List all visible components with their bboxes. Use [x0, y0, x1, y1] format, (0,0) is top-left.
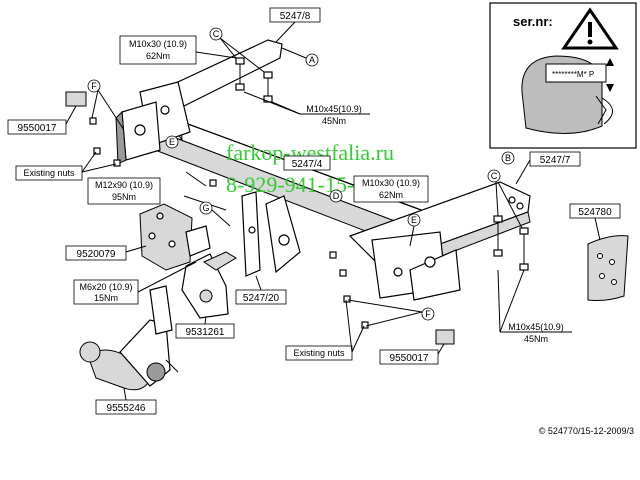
letter-callout-c-top: C	[209, 27, 265, 73]
cover-cap	[587, 235, 629, 301]
existing-nuts-callout-1: Existing nuts	[15, 151, 117, 181]
svg-text:E: E	[169, 137, 175, 147]
letter-callout-e-right: E	[407, 213, 421, 247]
torque-callout-4: M10x30 (10.9) 62Nm	[353, 175, 429, 203]
part-number-5247-20: 5247/20	[235, 275, 287, 305]
svg-text:M10x30 (10.9): M10x30 (10.9)	[129, 39, 187, 49]
svg-text:45Nm: 45Nm	[524, 334, 548, 344]
svg-text:B: B	[505, 153, 511, 163]
part-number-5247-7: 5247/7	[515, 151, 581, 185]
svg-text:62Nm: 62Nm	[379, 190, 403, 200]
crossbeam	[123, 109, 472, 263]
svg-text:M12x90 (10.9): M12x90 (10.9)	[95, 180, 153, 190]
svg-text:9531261: 9531261	[186, 327, 225, 338]
left-side-bracket	[115, 39, 283, 165]
svg-text:5247/4: 5247/4	[292, 159, 323, 170]
svg-text:M10x30 (10.9): M10x30 (10.9)	[362, 178, 420, 188]
svg-text:D: D	[333, 191, 340, 201]
existing-nuts-callout-2: Existing nuts	[285, 299, 365, 361]
letter-callout-f-right: F	[347, 299, 435, 327]
svg-text:15Nm: 15Nm	[94, 293, 118, 303]
svg-text:Existing nuts: Existing nuts	[293, 348, 345, 358]
letter-callout-a: A	[281, 47, 319, 67]
center-mounting-plates	[241, 191, 301, 277]
svg-text:9550017: 9550017	[18, 123, 57, 134]
svg-text:62Nm: 62Nm	[146, 51, 170, 61]
svg-text:G: G	[202, 203, 209, 213]
part-number-9550017-right: 9550017	[379, 343, 445, 365]
svg-text:M10x45(10.9): M10x45(10.9)	[306, 104, 362, 114]
part-number-9520079: 9520079	[65, 245, 147, 261]
svg-text:5247/7: 5247/7	[540, 155, 571, 166]
svg-text:Existing nuts: Existing nuts	[23, 168, 75, 178]
ball-mount-bracket	[181, 251, 237, 319]
label-sticker-right	[435, 329, 455, 345]
svg-text:9520079: 9520079	[77, 249, 116, 260]
serial-title: ser.nr:	[513, 14, 553, 29]
svg-text:45Nm: 45Nm	[322, 116, 346, 126]
letter-callout-g: G	[199, 201, 231, 227]
part-number-5247-4: 5247/4	[283, 155, 331, 171]
label-sticker-left	[65, 91, 87, 107]
serial-number-panel: ser.nr: ********M* P	[489, 2, 637, 149]
svg-text:E: E	[411, 215, 417, 225]
part-number-524780: 524780	[569, 203, 621, 241]
tow-ball-assembly	[79, 285, 179, 391]
copyright-text: © 524770/15-12-2009/3	[539, 426, 634, 436]
part-number-9555246: 9555246	[95, 387, 157, 415]
letter-callout-d: D	[329, 189, 343, 203]
svg-text:F: F	[91, 81, 97, 91]
part-number-5247-8: 5247/8	[269, 7, 321, 43]
svg-text:9555246: 9555246	[107, 403, 146, 414]
torque-callout-3: M12x90 (10.9) 95Nm	[87, 177, 161, 205]
socket-plate	[139, 203, 211, 271]
svg-text:524780: 524780	[578, 207, 612, 218]
svg-text:M6x20 (10.9): M6x20 (10.9)	[79, 282, 132, 292]
svg-text:9550017: 9550017	[390, 353, 429, 364]
part-number-9550017-left: 9550017	[7, 105, 77, 135]
svg-text:C: C	[491, 171, 498, 181]
svg-text:5247/8: 5247/8	[280, 11, 311, 22]
letter-callout-c-right: C	[487, 169, 523, 229]
torque-callout-5: M6x20 (10.9) 15Nm	[73, 261, 197, 305]
torque-callout-1: M10x30 (10.9) 62Nm	[119, 35, 237, 65]
svg-text:5247/20: 5247/20	[243, 293, 280, 304]
svg-text:A: A	[309, 55, 315, 65]
warning-icon	[561, 7, 619, 50]
svg-text:M10x45(10.9): M10x45(10.9)	[508, 322, 564, 332]
letter-callout-f-left: F	[87, 79, 125, 131]
part-number-9531261: 9531261	[175, 315, 235, 339]
svg-text:C: C	[213, 29, 220, 39]
serial-plate-illustration: ********M* P	[521, 55, 614, 135]
watermark-phone: 8-929-941-15-37	[226, 172, 376, 197]
letter-callout-e-left: E	[165, 135, 179, 149]
torque-callout-6: M10x45(10.9) 45Nm	[497, 269, 572, 344]
right-side-bracket	[348, 181, 531, 301]
serial-plate-text: ********M* P	[552, 70, 594, 79]
torque-callout-2: M10x45(10.9) 45Nm	[243, 91, 370, 126]
fasteners	[89, 57, 529, 329]
svg-text:F: F	[425, 309, 431, 319]
svg-text:95Nm: 95Nm	[112, 192, 136, 202]
letter-callout-b: B	[501, 151, 515, 165]
